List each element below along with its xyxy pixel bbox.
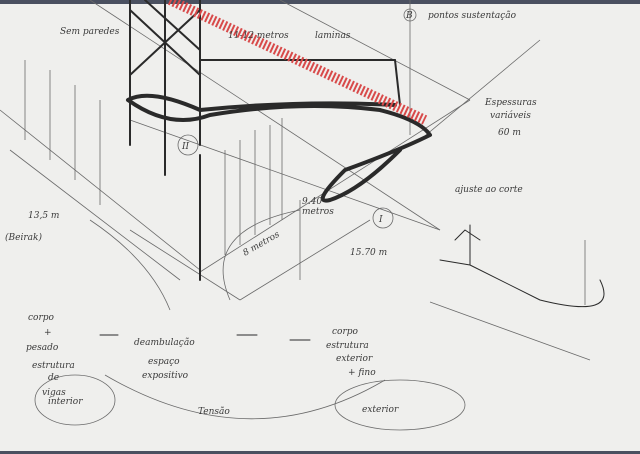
label: variáveis (490, 110, 531, 121)
label: vigas (42, 388, 66, 398)
section-detail (439, 224, 605, 308)
label: exterior (362, 405, 399, 415)
label: 60 m (498, 128, 521, 138)
label: deambulação (134, 337, 195, 348)
label: Sem paredes (60, 27, 120, 37)
label: Espessuras (484, 98, 537, 108)
label: de (48, 373, 59, 383)
label: B (405, 11, 413, 21)
label: 13,5 m (28, 211, 59, 221)
zone-II-circle (177, 134, 199, 156)
label: corpo (28, 313, 55, 323)
label: II (181, 142, 190, 152)
label: pontos sustentação (428, 10, 517, 21)
point-b-circle (403, 8, 417, 22)
paper (0, 4, 640, 451)
label: laminas (315, 31, 351, 41)
pencil-construction-lines (0, 0, 591, 361)
label: 15.70 m (350, 248, 387, 258)
tension-arc (104, 374, 386, 420)
label: ajuste ao corte (455, 185, 523, 195)
label: interior (48, 397, 83, 407)
label: + (44, 328, 52, 338)
label: expositivo (142, 371, 189, 381)
label: estrutura (32, 361, 75, 371)
red-hatched-band (167, 0, 428, 125)
label: exterior (336, 354, 373, 364)
flowing-ribbon (126, 93, 432, 203)
label: Tensão (198, 406, 230, 417)
label: espaço (148, 357, 180, 367)
zone-I-circle (372, 207, 394, 229)
label: corpo (332, 327, 359, 337)
label: + fino (348, 368, 376, 378)
label: I (378, 215, 383, 225)
label: (Beirak) (5, 232, 42, 243)
label: pesado (26, 343, 59, 353)
label: estrutura (326, 341, 369, 351)
interior-ellipse (34, 374, 116, 426)
label: metros (302, 207, 334, 217)
label: 11-12 metros (228, 31, 289, 41)
handwritten-labels: Sem paredes 11-12 metros laminas B ponto… (5, 10, 537, 417)
exterior-ellipse (334, 379, 466, 431)
wall-hatching (24, 60, 283, 255)
label: 9.40 (302, 197, 322, 207)
